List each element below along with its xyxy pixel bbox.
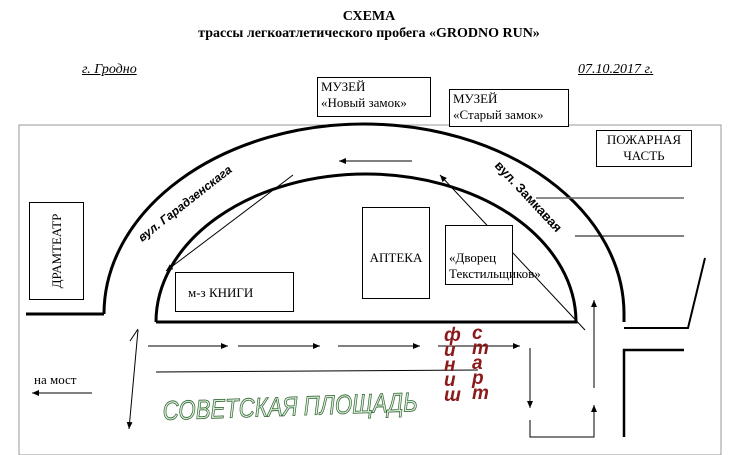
- date-label: 07.10.2017 г.: [578, 62, 654, 77]
- street-right-label: вул. Замкавая: [492, 158, 565, 235]
- schema-subtitle: трассы легкоатлетического пробега «GRODN…: [198, 26, 540, 41]
- arrow-down-left: [126, 329, 139, 430]
- to-bridge-label: на мост: [34, 372, 77, 387]
- city-label: г. Гродно: [82, 62, 137, 77]
- drama-theatre-box: ДРАМТЕАТР: [29, 202, 84, 300]
- square-label: СОВЕТСКАЯ ПЛОЩАДЬ: [162, 387, 418, 426]
- arrow-left-street: [165, 174, 294, 272]
- museum-old-box: МУЗЕЙ«Старый замок»: [449, 89, 569, 127]
- pharmacy-box: АПТЕКА: [362, 207, 430, 299]
- bookstore-box: м-з КНИГИ: [175, 272, 294, 312]
- finish-line-road: [155, 369, 479, 373]
- road-right: [624, 257, 706, 329]
- outer-arc: [102, 122, 626, 322]
- finish-label: финиш: [444, 325, 461, 406]
- start-label: старт: [472, 323, 489, 404]
- road-right-lower: [622, 348, 684, 437]
- schema-title: СХЕМА: [342, 9, 396, 24]
- inner-arc: [154, 172, 578, 324]
- museum-new-box: МУЗЕЙ«Новый замок»: [317, 77, 431, 117]
